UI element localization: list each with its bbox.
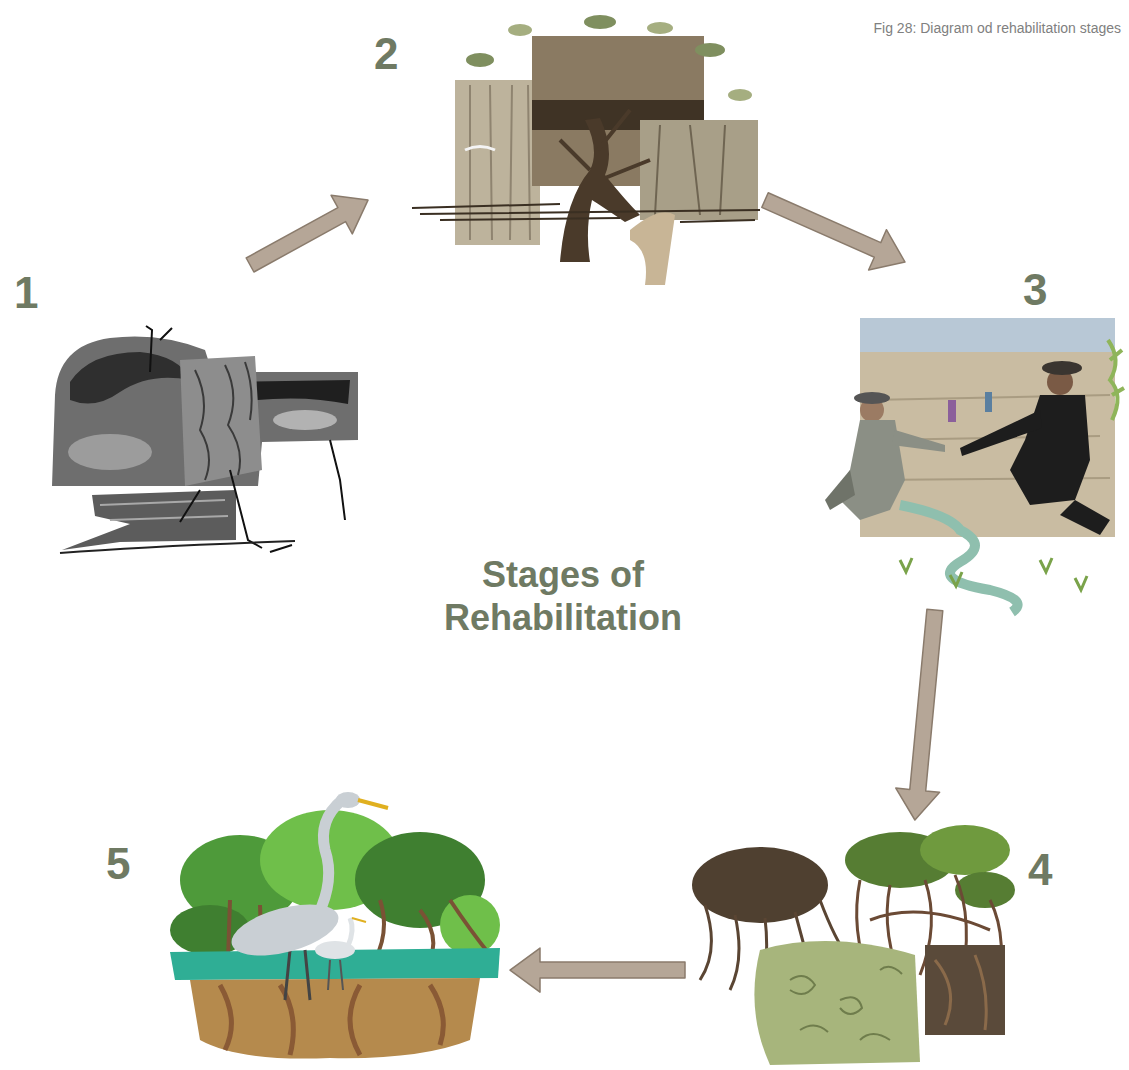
degraded-land-collage-part	[100, 500, 228, 520]
diagram-title: Stages of Rehabilitation	[393, 553, 733, 639]
stage-arrow	[896, 609, 943, 820]
dead-forest-collage-part	[640, 120, 758, 220]
degraded-land-collage-part	[180, 356, 262, 486]
restored-mangrove-collage-part	[220, 985, 443, 1055]
mangrove-growth-collage-part	[920, 825, 1010, 875]
mangrove-growth-collage	[692, 825, 1015, 1065]
planting-collage-part	[854, 392, 890, 404]
planting-collage-part	[1060, 500, 1110, 535]
planting-collage-part	[860, 352, 1115, 537]
degraded-land-collage-part	[70, 352, 190, 404]
dead-forest-collage-part	[647, 22, 673, 34]
degraded-land-collage-part	[68, 434, 152, 470]
dead-forest-collage-part	[508, 24, 532, 36]
dead-forest-collage-part	[584, 15, 616, 29]
degraded-land-collage-part	[195, 362, 252, 480]
degraded-land-collage-part	[60, 541, 295, 553]
dead-forest-collage-part	[412, 204, 760, 222]
degraded-land-collage-part	[62, 490, 236, 550]
planting-collage-part	[900, 505, 1018, 612]
dead-forest-collage-part	[630, 212, 675, 285]
degraded-land-collage-part	[273, 410, 337, 430]
stage-arrow	[762, 193, 905, 270]
stage-node: 1	[8, 265, 365, 565]
stage-number: 4	[1028, 848, 1052, 892]
restored-mangrove-collage	[170, 792, 500, 1059]
dead-forest-collage-part	[695, 43, 725, 57]
planting-collage-part	[985, 392, 992, 412]
stage-number: 2	[374, 32, 398, 76]
degraded-land-collage-part	[52, 337, 358, 487]
dead-forest-collage-part	[465, 147, 495, 151]
planting-collage-part	[1108, 340, 1124, 420]
mangrove-growth-collage-part	[935, 955, 986, 1030]
planting-collage-part	[960, 410, 1042, 456]
restored-mangrove-collage-part	[440, 895, 500, 955]
planting-collage-part	[825, 470, 855, 510]
mangrove-growth-collage-part	[692, 847, 828, 923]
mangrove-growth-collage-part	[925, 945, 1005, 1035]
degraded-land-collage-part	[146, 326, 345, 552]
dead-forest-collage-part	[728, 89, 752, 101]
restored-mangrove-collage-part	[318, 800, 342, 915]
planting-collage	[825, 318, 1124, 612]
dead-forest-collage-part	[466, 53, 494, 67]
stage-arrow	[510, 948, 685, 992]
restored-mangrove-collage-part	[190, 978, 480, 1059]
restored-mangrove-collage-part	[336, 792, 360, 808]
stage-arrow	[246, 195, 368, 272]
restored-mangrove-collage-part	[358, 800, 388, 808]
restored-mangrove-collage-part	[285, 950, 310, 1000]
dead-forest-collage-part	[560, 118, 640, 262]
restored-mangrove-collage-part	[348, 918, 352, 946]
dead-forest-collage-part	[470, 85, 530, 240]
stage-node: 4	[685, 820, 1072, 1065]
degraded-land-collage	[52, 326, 358, 553]
restored-mangrove-collage-part	[352, 918, 366, 922]
planting-collage-part	[1010, 395, 1090, 505]
stage-number: 3	[1023, 268, 1047, 312]
stage-node: 3	[815, 262, 1120, 610]
planting-collage-part	[948, 400, 956, 422]
dead-forest-collage-part	[560, 110, 650, 178]
stage-node: 2	[368, 10, 765, 290]
dead-forest-collage-part	[655, 125, 725, 215]
planting-collage-part	[1042, 361, 1082, 375]
figure-caption: Fig 28: Diagram od rehabilitation stages	[874, 20, 1121, 36]
planting-collage-part	[892, 430, 945, 452]
mangrove-growth-collage-part	[754, 941, 920, 1065]
stage-number: 1	[14, 271, 38, 315]
dead-forest-collage	[412, 15, 760, 285]
planting-collage-part	[900, 558, 1087, 590]
stage-node: 5	[100, 780, 510, 1065]
restored-mangrove-collage-part	[328, 960, 343, 990]
stage-number: 5	[106, 842, 130, 886]
mangrove-growth-collage-part	[790, 967, 902, 1040]
